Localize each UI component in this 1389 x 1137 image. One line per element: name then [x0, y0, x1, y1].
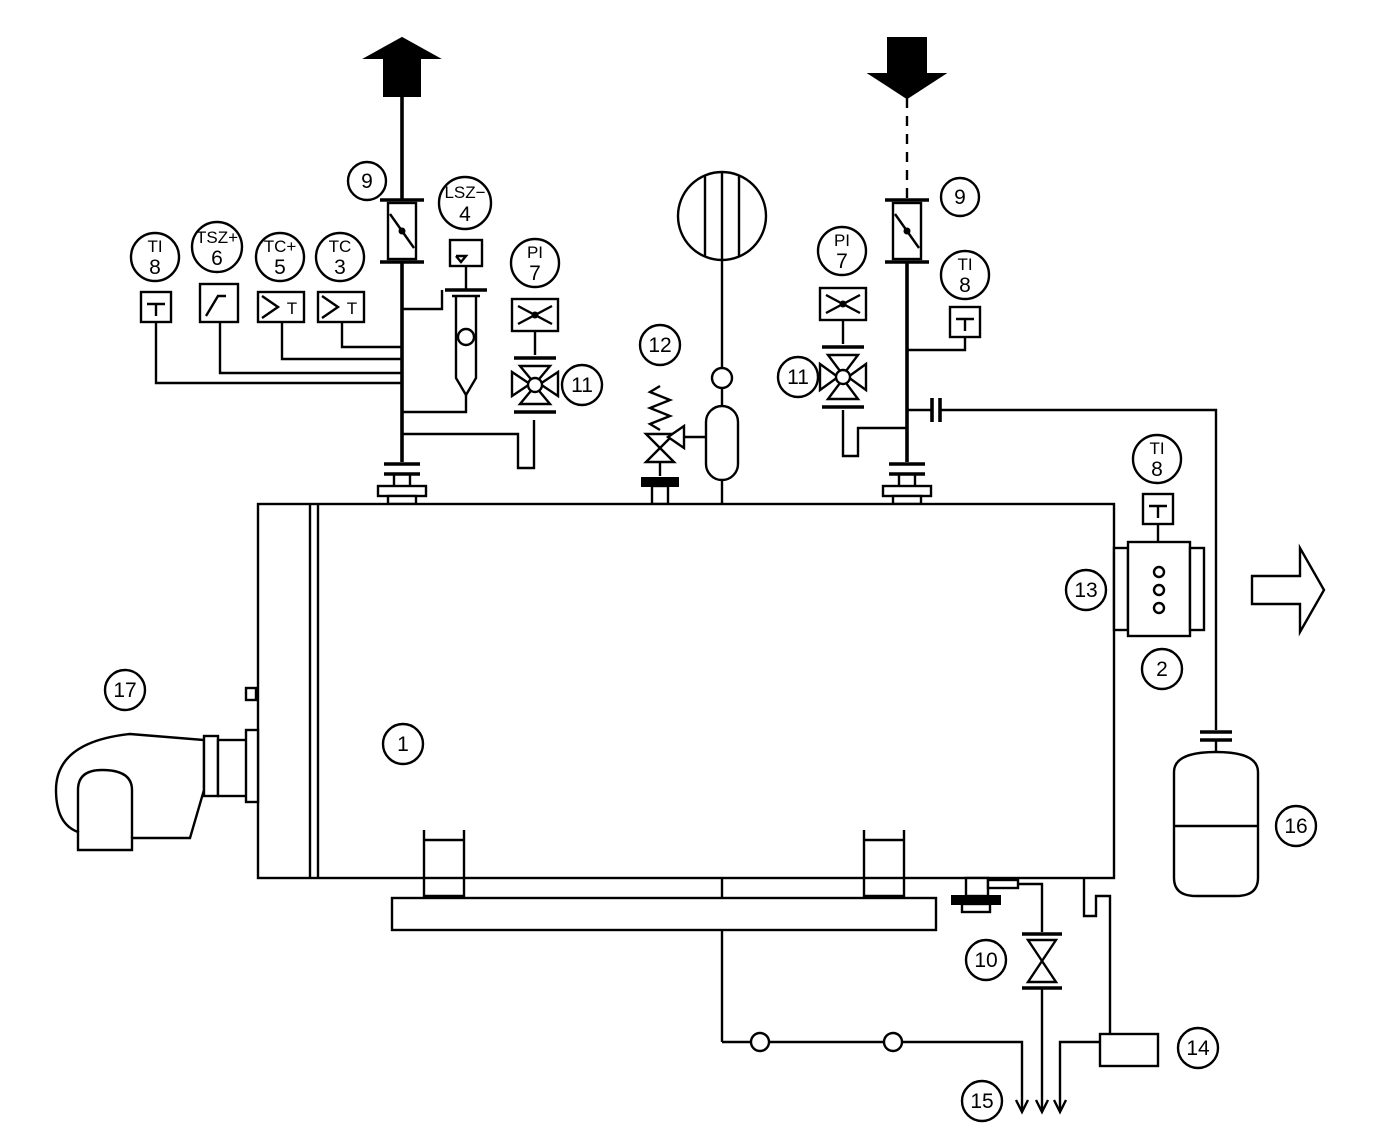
pi-7-right: PI 7: [816, 225, 868, 344]
inlet-nozzle: [881, 462, 933, 506]
label-9: 9: [954, 186, 966, 209]
expansion-line: [907, 398, 1218, 730]
label-11: 11: [787, 366, 809, 389]
valve-11-left: 11: [510, 356, 604, 414]
label-15: 15: [970, 1090, 993, 1113]
instrument-lines-left: [154, 290, 536, 470]
drain-15: 15: [960, 1079, 1068, 1123]
burner-17: 17: [54, 668, 260, 852]
tc-3: TC 3 T: [314, 231, 366, 324]
label-11: 11: [571, 374, 593, 397]
right-arrow-icon: [1250, 543, 1326, 637]
outlet-arrow-icon: [362, 36, 442, 97]
drain-nozzle: [951, 876, 1044, 932]
tc-5: TC+ 5 T: [254, 231, 306, 324]
transmitter-t-icon: T: [287, 299, 297, 318]
tc-tag: TC: [329, 237, 352, 256]
level-gauge-top: [676, 170, 768, 526]
label-17: 17: [113, 679, 136, 702]
label-8: 8: [149, 256, 161, 279]
outlet-nozzle: [376, 462, 428, 506]
label-7: 7: [836, 250, 848, 273]
boiler-shell: 1: [256, 502, 1116, 880]
lsz-4: LSZ− 4: [437, 175, 493, 398]
label-8: 8: [959, 274, 971, 297]
ti-tag: TI: [957, 255, 972, 274]
siphon-14: 14: [1058, 878, 1220, 1110]
label-10: 10: [974, 949, 997, 972]
label-12: 12: [648, 334, 671, 357]
label-8: 8: [1151, 458, 1163, 481]
pi-7-left: PI 7: [509, 237, 561, 355]
tc-plus-tag: TC+: [264, 237, 297, 256]
svg-text:9: 9: [361, 170, 373, 193]
pi-tag: PI: [527, 243, 543, 262]
pi-tag: PI: [834, 231, 850, 250]
expansion-vessel-16: 16: [1172, 730, 1318, 898]
transmitter-t-icon: T: [347, 299, 357, 318]
drain-valve-10: 10: [964, 932, 1062, 1110]
label-9-left: 9: [346, 160, 388, 202]
label-6: 6: [211, 247, 223, 270]
inspection-port-13: 13 2: [1064, 540, 1206, 691]
label-16: 16: [1284, 815, 1307, 838]
inlet-valve-9: 9: [885, 176, 981, 264]
inlet-arrow-icon: [866, 37, 948, 100]
ti-8-right-top: TI 8: [907, 249, 991, 352]
ti-tag: TI: [147, 237, 162, 256]
label-4: 4: [459, 203, 471, 226]
label-5: 5: [274, 256, 286, 279]
label-14: 14: [1186, 1037, 1210, 1060]
tsz-6: TSZ+ 6: [190, 220, 244, 324]
valve-11-right: 11: [776, 345, 907, 458]
label-2: 2: [1156, 658, 1168, 681]
ti-8-left: TI 8: [129, 231, 181, 324]
safety-valve-12: 12: [638, 323, 706, 506]
label-3: 3: [334, 256, 346, 279]
outlet-valve-9: [380, 198, 424, 264]
label-13: 13: [1074, 579, 1097, 602]
ti-8-right: TI 8: [1131, 433, 1183, 542]
label-1: 1: [397, 733, 409, 756]
lsz-minus-tag: LSZ−: [444, 183, 485, 202]
boiler-supports: [390, 830, 938, 932]
label-7: 7: [529, 262, 541, 285]
tsz-plus-tag: TSZ+: [196, 228, 238, 247]
ti-tag: TI: [1149, 439, 1164, 458]
